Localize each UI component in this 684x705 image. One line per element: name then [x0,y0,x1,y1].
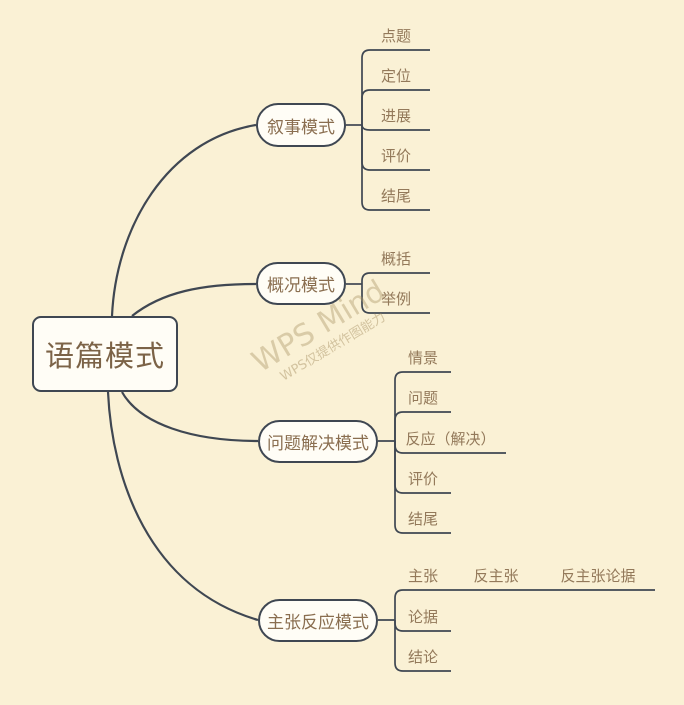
leaf-node-response-solution[interactable]: 反应（解决） [405,430,496,448]
leaf-connector-line [361,89,430,125]
leaf-node-situation[interactable]: 情景 [407,349,438,367]
root-branch-curve [131,282,257,317]
leaf-connector-line [361,284,430,314]
root-branch-curve [110,123,257,317]
branch-node-narrative[interactable]: 叙事模式 [256,103,346,147]
leaf-node-counter-claim[interactable]: 反主张 [473,567,519,585]
root-node-discourse-patterns[interactable]: 语篇模式 [32,316,178,392]
leaf-node-conclusion[interactable]: 结论 [407,648,438,666]
leaf-node-evaluation[interactable]: 评价 [380,147,411,165]
leaf-node-claim[interactable]: 主张 [407,567,438,585]
leaf-node-counter-claim-grounds[interactable]: 反主张论据 [560,567,636,585]
leaf-node-problem[interactable]: 问题 [407,389,438,407]
leaf-connector-line [394,371,451,441]
leaf-node-ending[interactable]: 结尾 [380,187,411,205]
leaf-node-generalization[interactable]: 概括 [380,250,411,268]
leaf-connector-line [394,411,451,441]
leaf-connector-line [361,125,430,211]
branch-node-overview[interactable]: 概况模式 [256,262,346,305]
leaf-connector-line [394,620,451,672]
leaf-node-point-topic[interactable]: 点题 [380,27,411,45]
leaf-node-ending[interactable]: 结尾 [407,510,438,528]
root-branch-curve [106,391,259,622]
leaf-connector-line [394,441,451,534]
leaf-node-evaluation[interactable]: 评价 [407,470,438,488]
leaf-node-progression[interactable]: 进展 [380,107,411,125]
branch-node-claim-response[interactable]: 主张反应模式 [258,599,378,642]
root-branch-curve [121,391,259,443]
leaf-node-grounds[interactable]: 论据 [407,608,438,626]
leaf-node-example[interactable]: 举例 [380,290,411,308]
branch-node-problem-solution[interactable]: 问题解决模式 [258,420,378,463]
leaf-connector-line [394,589,655,620]
leaf-connector-line [361,49,430,125]
leaf-node-orientation[interactable]: 定位 [380,67,411,85]
leaf-connector-line [361,272,430,284]
